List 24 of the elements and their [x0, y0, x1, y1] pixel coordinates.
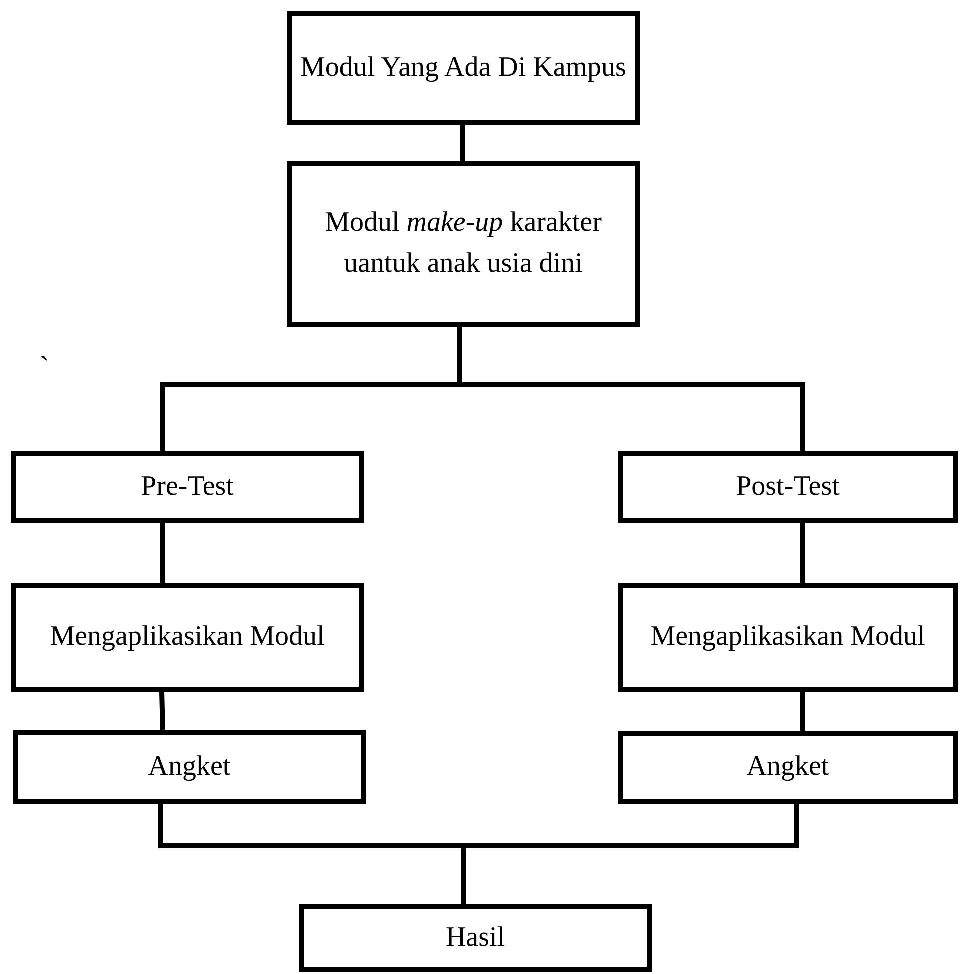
- box-label: Angket: [147, 750, 232, 784]
- process-box: [11, 583, 364, 692]
- process-box: [618, 583, 958, 692]
- stray-mark: `: [40, 352, 50, 384]
- box-label: Pre-Test: [140, 470, 235, 504]
- box-label: Modul Yang Ada Di Kampus: [300, 50, 628, 85]
- box-label: Modul make-up karakter uantuk anak usia dini: [324, 206, 603, 281]
- process-box: [287, 11, 640, 125]
- process-box: [618, 451, 958, 523]
- process-box: [13, 730, 366, 804]
- connector-line: [160, 692, 166, 730]
- connector-line: [800, 523, 806, 583]
- process-box: [287, 161, 640, 327]
- box-label: Angket: [746, 750, 830, 784]
- connector-line: [160, 523, 166, 583]
- connector-line: [460, 125, 466, 161]
- box-label: Mengaplikasikan Modul: [49, 620, 326, 654]
- process-box: [11, 451, 364, 523]
- process-box: [618, 731, 958, 804]
- connector-line: [800, 692, 806, 731]
- box-label: Post-Test: [735, 470, 841, 504]
- box-label: Mengaplikasikan Modul: [650, 620, 926, 654]
- process-box: [299, 904, 652, 972]
- box-label: Hasil: [444, 920, 506, 955]
